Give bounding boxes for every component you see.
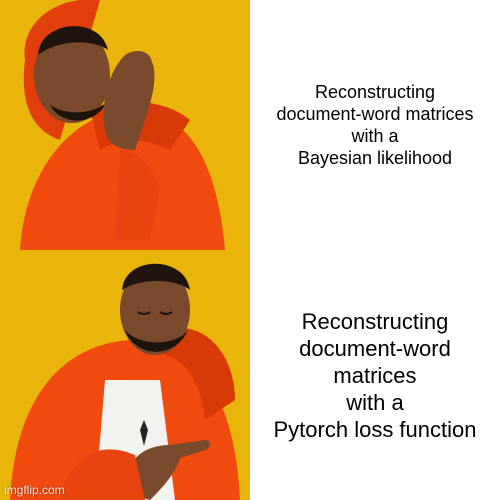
pointing-hand [127, 440, 211, 500]
hair [122, 263, 190, 290]
drake-disapprove-image [0, 0, 250, 250]
sleeve [115, 150, 160, 240]
imgflip-watermark: imgflip.com [4, 483, 65, 497]
bottom-caption-panel: Reconstructing document-word matrices wi… [250, 250, 500, 500]
drake-disapprove-illustration [0, 0, 250, 250]
closed-eyes [137, 311, 173, 315]
shirt-logo [140, 420, 148, 446]
top-caption: Reconstructing document-word matrices wi… [276, 82, 474, 168]
jacket-hood [165, 328, 235, 420]
top-row: Reconstructing document-word matrices wi… [0, 0, 500, 250]
head [120, 265, 190, 355]
raised-hand [103, 50, 155, 151]
beard [50, 100, 108, 121]
hair [38, 26, 108, 55]
drake-approve-illustration [0, 250, 250, 500]
beard [125, 330, 188, 352]
bottom-caption: Reconstructing document-word matrices wi… [273, 308, 477, 442]
head [34, 27, 110, 123]
top-caption-panel: Reconstructing document-word matrices wi… [250, 0, 500, 250]
sleeve [60, 449, 145, 500]
drake-approve-image: imgflip.com [0, 250, 250, 500]
bottom-row: imgflip.com Reconstructing document-word… [0, 250, 500, 500]
